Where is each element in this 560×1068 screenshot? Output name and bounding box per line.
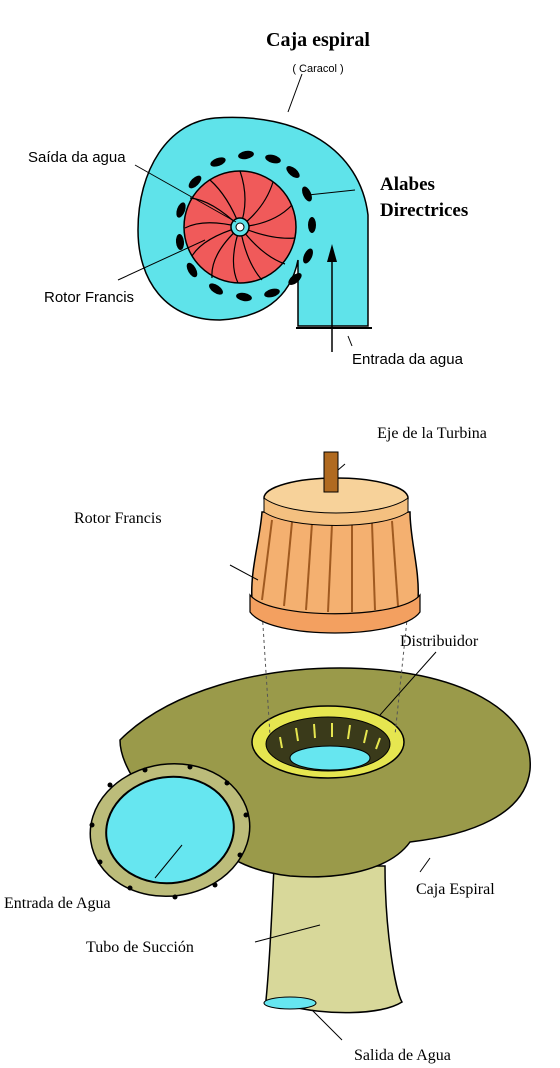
label-salida-de-agua: Salida de Agua — [354, 1047, 451, 1064]
label-eje-turbina: Eje de la Turbina — [377, 425, 487, 442]
draft-tube-outlet — [264, 997, 316, 1009]
label-entrada-de-agua: Entrada de Agua — [4, 895, 111, 912]
title-caja-espiral: Caja espiral — [266, 29, 370, 51]
draft-tube — [266, 866, 402, 1013]
subtitle-caracol: ( Caracol ) — [292, 63, 343, 75]
turbine-shaft — [324, 452, 338, 492]
bottom-diagram: Eje de la Turbina Rotor Francis Distribu… — [4, 425, 530, 1064]
label-rotor-francis-3d: Rotor Francis — [74, 510, 162, 527]
label-distribuidor: Distribuidor — [400, 633, 479, 650]
distributor-water — [290, 746, 370, 770]
label-rotor-francis-top: Rotor Francis — [44, 289, 134, 306]
top-diagram: Caja espiral ( Caracol ) Saída da agua A… — [12, 8, 520, 382]
outlet-hole — [236, 223, 244, 231]
label-directrices: Directrices — [380, 200, 468, 221]
label-saida-agua: Saída da agua — [28, 149, 126, 166]
label-entrada-da-agua: Entrada da agua — [352, 351, 464, 368]
label-alabes: Alabes — [380, 174, 435, 195]
label-tubo-succion: Tubo de Succión — [86, 939, 194, 956]
label-caja-espiral-3d: Caja Espiral — [416, 881, 495, 898]
